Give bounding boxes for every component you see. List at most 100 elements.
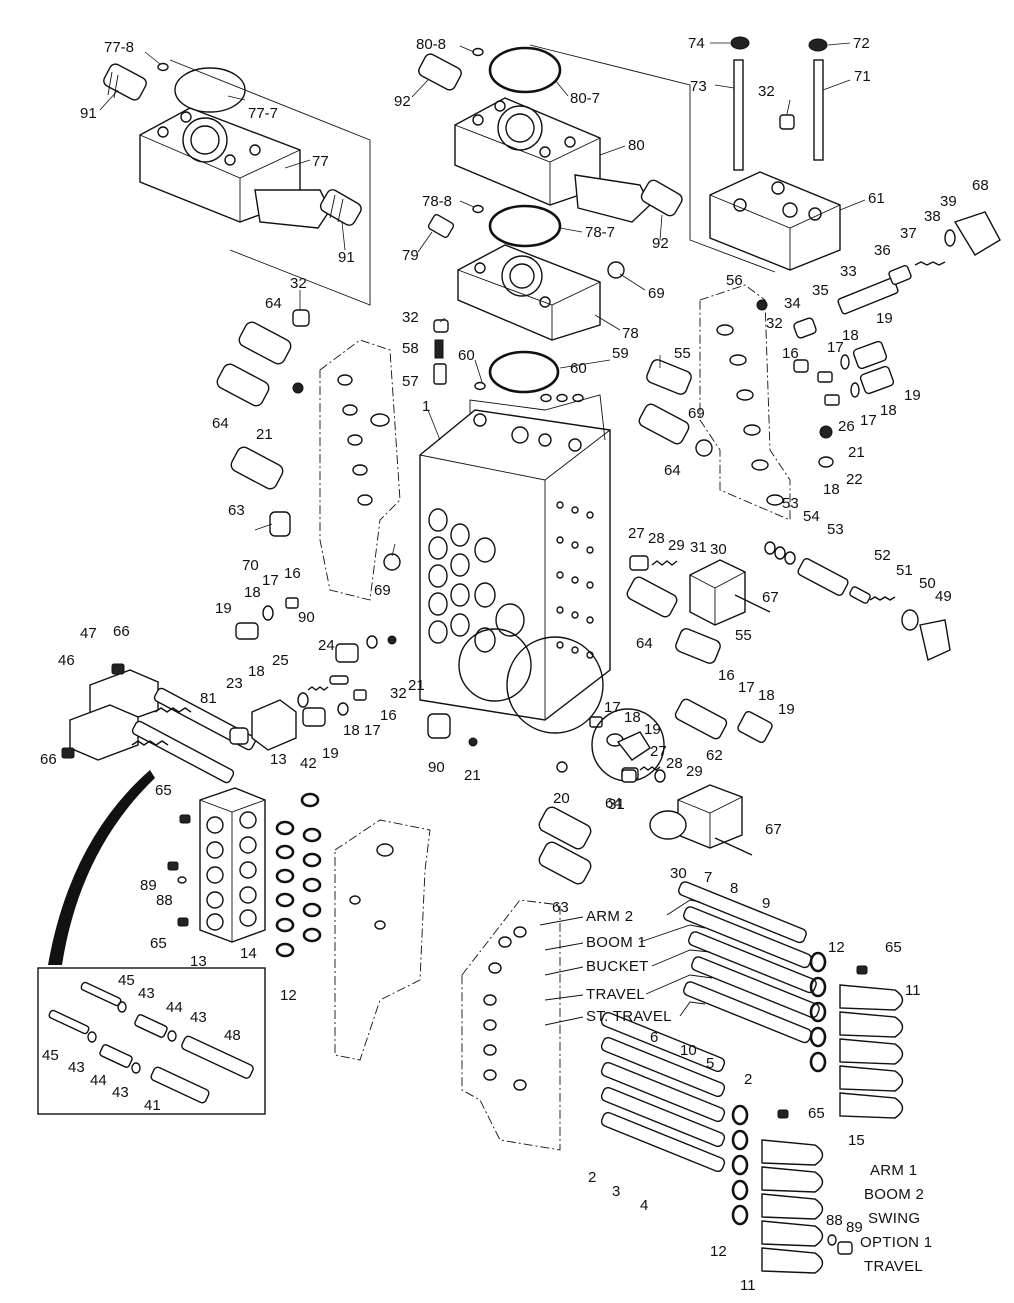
callout: 32 [402, 309, 419, 326]
callout: 47 [80, 625, 97, 642]
callout: 13 [190, 953, 207, 970]
callout: 41 [144, 1097, 161, 1114]
cover-assembly-77 [103, 59, 371, 306]
callout: 18 [244, 584, 261, 601]
left-fittings [229, 597, 568, 773]
callout: 79 [402, 247, 419, 264]
callout: 18 [842, 327, 859, 344]
callout: 88 [826, 1212, 843, 1229]
callout: 67 [765, 821, 782, 838]
callout: 64 [664, 462, 681, 479]
callout: 21 [256, 426, 273, 443]
callout: 20 [553, 790, 570, 807]
left-gasket-plate [319, 339, 401, 601]
callout: 16 [782, 345, 799, 362]
callout: 66 [40, 751, 57, 768]
callout: 89 [140, 877, 157, 894]
callout: 12 [828, 939, 845, 956]
callout: 48 [224, 1027, 241, 1044]
callout: 51 [896, 562, 913, 579]
callout: 21 [408, 677, 425, 694]
main-valve-body [419, 319, 611, 721]
callout: 63 [552, 899, 569, 916]
callout: 18 [758, 687, 775, 704]
callout: 46 [58, 652, 75, 669]
callout: 28 [666, 755, 683, 772]
callout: 17 [827, 339, 844, 356]
callout: 80 [628, 137, 645, 154]
callout: 19 [322, 745, 339, 762]
callout: 19 [876, 310, 893, 327]
callout: 71 [854, 68, 871, 85]
inset-pointer-arrow [48, 770, 155, 965]
callout: 3 [612, 1183, 620, 1200]
section-label-arm2: ARM 2 [586, 908, 633, 925]
callout: 45 [42, 1047, 59, 1064]
callout: 28 [648, 530, 665, 547]
callout: 64 [605, 795, 622, 812]
callout: 92 [394, 93, 411, 110]
callout: 57 [402, 373, 419, 390]
callout: 56 [726, 272, 743, 289]
plug-91-lower [319, 189, 362, 226]
callout: 18 [624, 709, 641, 726]
section-label-travel-2: TRAVEL [864, 1258, 923, 1275]
callout: 19 [904, 387, 921, 404]
callout: 90 [298, 609, 315, 626]
callout: 52 [874, 547, 891, 564]
callout: 69 [374, 582, 391, 599]
section-label-arm1: ARM 1 [870, 1162, 917, 1179]
callout: 31 [608, 796, 625, 813]
callout: 27 [628, 525, 645, 542]
callout: 43 [138, 985, 155, 1002]
callout: 72 [853, 35, 870, 52]
callout: 77-8 [104, 39, 134, 56]
callout: 62 [706, 747, 723, 764]
callout: 26 [838, 418, 855, 435]
callout: 12 [280, 987, 297, 1004]
callout: 32 [290, 275, 307, 292]
callout: 18 [823, 481, 840, 498]
callout: 78-7 [585, 224, 615, 241]
callout: 67 [762, 589, 779, 606]
callout: 29 [686, 763, 703, 780]
callout: 32 [758, 83, 775, 100]
callout: 5 [706, 1055, 714, 1072]
callout: 2 [744, 1071, 752, 1088]
callout: 18 [880, 402, 897, 419]
lower-right-gasket-plate [461, 899, 561, 1151]
callout: 25 [272, 652, 289, 669]
left-relief-cartridges [216, 309, 310, 537]
callout: 16 [380, 707, 397, 724]
callout: 17 [860, 412, 877, 429]
pilot-caps-left [61, 663, 257, 784]
callout: 66 [113, 623, 130, 640]
section-label-boom2: BOOM 2 [864, 1186, 924, 1203]
callout: 69 [648, 285, 665, 302]
callout: 23 [226, 675, 243, 692]
callout: 64 [265, 295, 282, 312]
right-gasket-plate [699, 284, 791, 521]
callout: 9 [762, 895, 770, 912]
callout: 77-7 [248, 105, 278, 122]
callout: 63 [228, 502, 245, 519]
check-valve-block-lower [621, 767, 753, 856]
leader-lines [99, 42, 866, 557]
callout: 90 [428, 759, 445, 776]
callout: 53 [827, 521, 844, 538]
callout: 17 [738, 679, 755, 696]
callout: 2 [588, 1169, 596, 1186]
callout: 89 [846, 1219, 863, 1236]
callout: 69 [688, 405, 705, 422]
body-ports-left [428, 508, 525, 653]
callout: 42 [300, 755, 317, 772]
callout: 65 [150, 935, 167, 952]
callout: 4 [640, 1197, 648, 1214]
check-valve-block-upper [629, 555, 771, 626]
callout: 18 [248, 663, 265, 680]
callout: 61 [868, 190, 885, 207]
callout: 27 [650, 743, 667, 760]
right-relief-cartridges [383, 359, 773, 885]
section-label-bucket: BUCKET [586, 958, 649, 975]
callout: 19 [215, 600, 232, 617]
